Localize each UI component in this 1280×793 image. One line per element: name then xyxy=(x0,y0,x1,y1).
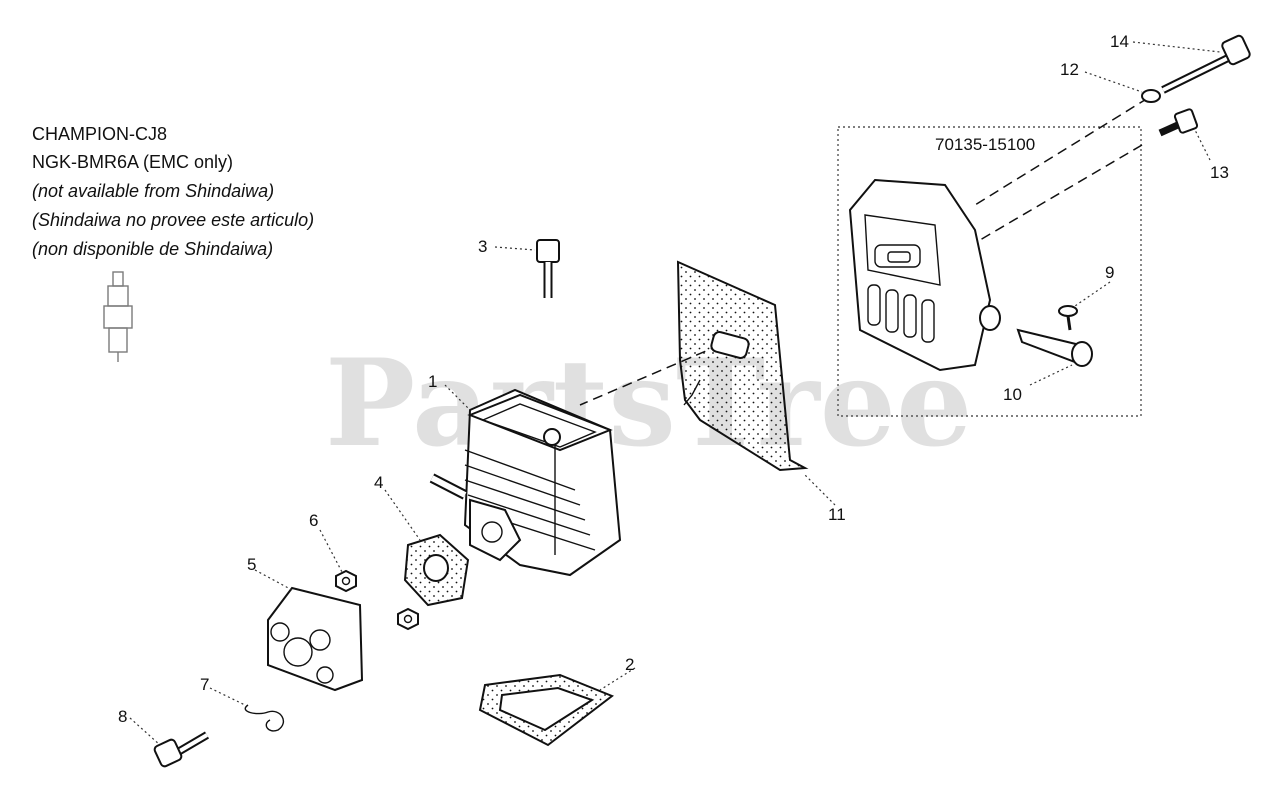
callout-labels: 1 2 3 4 5 6 7 8 9 10 11 12 13 14 xyxy=(118,32,1229,726)
callout-12: 12 xyxy=(1060,60,1079,79)
bolt-part-14 xyxy=(1161,34,1251,94)
note-champion: CHAMPION-CJ8 xyxy=(32,124,167,144)
note-not-available-en: (not available from Shindaiwa) xyxy=(32,181,274,201)
callout-9: 9 xyxy=(1105,263,1114,282)
adapter-part-5 xyxy=(267,586,364,692)
callout-13: 13 xyxy=(1210,163,1229,182)
callout-10: 10 xyxy=(1003,385,1022,404)
heat-shield-part-11 xyxy=(676,260,809,472)
note-not-available-es: (Shindaiwa no provee este articulo) xyxy=(32,210,314,230)
callout-1: 1 xyxy=(428,372,437,391)
muffler-assembly-box xyxy=(837,126,1142,417)
bolt-part-8 xyxy=(153,731,210,768)
cylinder-part-1 xyxy=(429,388,622,577)
spark-plug-notes: CHAMPION-CJ8 NGK-BMR6A (EMC only) (not a… xyxy=(32,124,314,259)
callout-11: 11 xyxy=(828,505,846,524)
callout-7: 7 xyxy=(200,675,209,694)
clip-part-7 xyxy=(244,704,284,732)
watermark-text: PartsTree xyxy=(325,333,972,474)
assembly-number: 70135-15100 xyxy=(935,135,1035,154)
callout-8: 8 xyxy=(118,707,127,726)
washer-part-12 xyxy=(1141,89,1161,103)
screw-part-9 xyxy=(1058,305,1078,331)
callout-2: 2 xyxy=(625,655,634,674)
gasket-part-2 xyxy=(478,673,614,747)
spark-plug-icon xyxy=(103,271,133,362)
bolt-part-13 xyxy=(1158,108,1199,137)
gasket-part-4 xyxy=(403,533,470,607)
bolt-alignment-line xyxy=(974,97,1149,206)
callout-5: 5 xyxy=(247,555,256,574)
callout-14: 14 xyxy=(1110,32,1129,51)
callout-3: 3 xyxy=(478,237,487,256)
muffler-body xyxy=(848,178,1001,372)
note-ngk: NGK-BMR6A (EMC only) xyxy=(32,152,233,172)
screw-part-3 xyxy=(536,239,560,298)
callout-6: 6 xyxy=(309,511,318,530)
leader-lines xyxy=(129,41,1221,746)
bolt-alignment-line-2 xyxy=(979,144,1143,241)
callout-4: 4 xyxy=(374,473,383,492)
nut-part-6 xyxy=(335,569,419,631)
note-not-available-fr: (non disponible de Shindaiwa) xyxy=(32,239,273,259)
pipe-part-10 xyxy=(1016,328,1093,367)
